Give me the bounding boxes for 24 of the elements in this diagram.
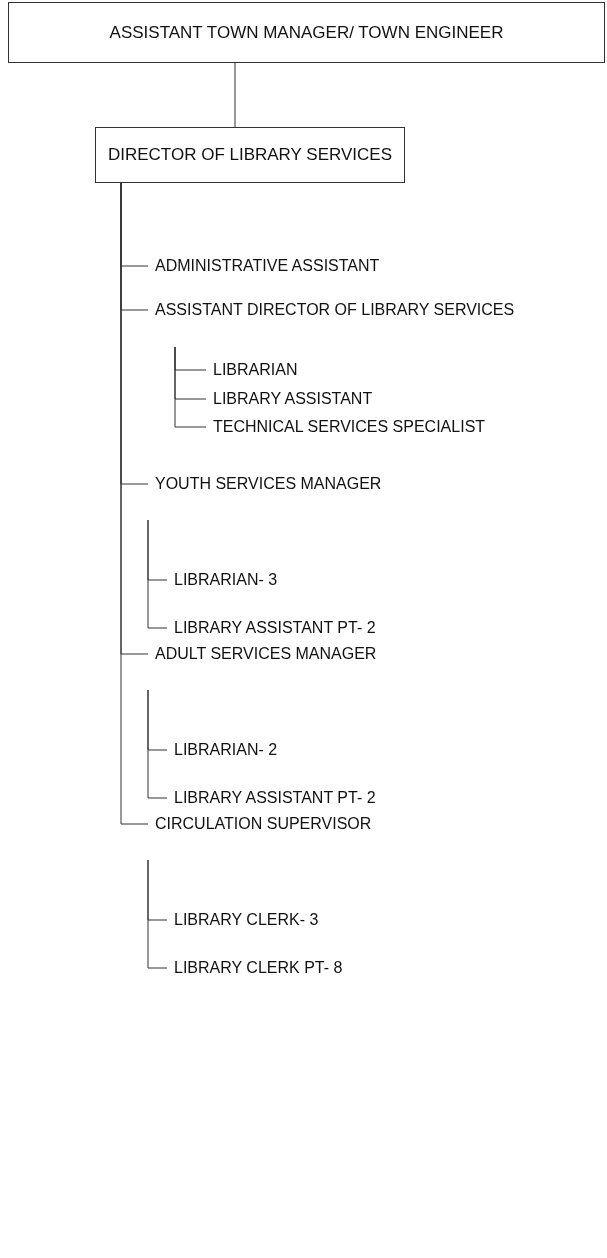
- position-title: ADMINISTRATIVE ASSISTANT: [155, 257, 380, 274]
- position-title: CIRCULATION SUPERVISOR: [155, 815, 372, 832]
- position-title: DIRECTOR OF LIBRARY SERVICES: [107, 145, 392, 165]
- connector-line: [234, 62, 236, 128]
- position-title: LIBRARIAN: [213, 361, 298, 378]
- position-title: LIBRARIAN- 3: [174, 571, 278, 588]
- connector-line: [147, 689, 168, 799]
- position-title: YOUTH SERVICES MANAGER: [155, 475, 382, 492]
- connector-line: [174, 346, 207, 428]
- position-title: LIBRARY ASSISTANT PT- 2: [174, 789, 376, 806]
- connector-line: [147, 519, 168, 629]
- connector-line: [120, 182, 149, 825]
- connector-line: [147, 859, 168, 969]
- position-title: TECHNICAL SERVICES SPECIALIST: [213, 418, 486, 435]
- position-title: ASSISTANT DIRECTOR OF LIBRARY SERVICES: [155, 301, 515, 318]
- position-title: LIBRARIAN- 2: [174, 741, 278, 758]
- position-title: LIBRARY ASSISTANT PT- 2: [174, 619, 376, 636]
- position-box: [95, 127, 405, 183]
- position-title: ASSISTANT TOWN MANAGER/ TOWN ENGINEER: [109, 22, 504, 43]
- position-title: LIBRARY CLERK- 3: [174, 911, 319, 928]
- position-title: LIBRARY CLERK PT- 8: [174, 959, 343, 976]
- position-box: [8, 2, 605, 63]
- position-title: ADULT SERVICES MANAGER: [155, 645, 377, 662]
- position-title: LIBRARY ASSISTANT: [213, 390, 373, 407]
